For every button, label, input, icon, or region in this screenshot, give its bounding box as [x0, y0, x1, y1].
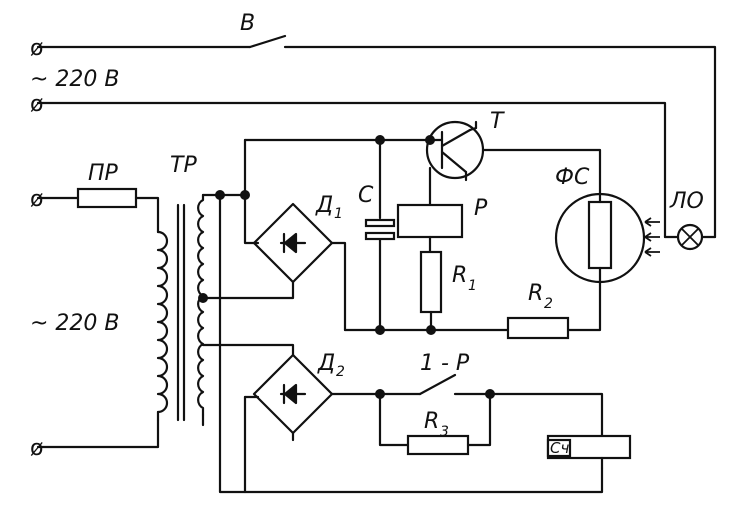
r1-label: R — [452, 263, 467, 288]
supply-left-label: ~ 220 В — [30, 311, 120, 336]
capacitor-symbol — [364, 218, 396, 241]
terminals: ø ø ø ø — [30, 36, 43, 461]
labels: В ~ 220 В ПР ТР ~ 220 В Д 1 С Р Т R 1 R … — [30, 11, 704, 457]
relay-contact-circuit — [378, 373, 604, 456]
transformer-core — [176, 203, 186, 422]
left-supply-wires — [36, 187, 160, 449]
transistor-symbol — [425, 120, 602, 207]
bridge2-label: Д — [317, 351, 335, 376]
resistor-r2 — [506, 316, 570, 340]
transistor-label: Т — [490, 109, 505, 134]
transformer-primary — [156, 230, 169, 422]
load-label: Сч — [550, 439, 569, 457]
secondary-wires — [201, 138, 604, 494]
lamp-label: ЛО — [669, 189, 704, 214]
supply-top-label: ~ 220 В — [30, 67, 120, 92]
bridge1-label: Д — [315, 193, 333, 218]
photoresistor — [554, 192, 660, 285]
r1-sub: 1 — [468, 278, 477, 294]
switch-v-label: В — [240, 11, 255, 36]
terminal-1: ø — [30, 36, 43, 61]
lamp-symbol — [663, 223, 717, 251]
junction-dots — [198, 135, 495, 399]
transformer-secondary — [197, 193, 205, 417]
bridge1-sub: 1 — [334, 206, 343, 222]
r2-label: R — [528, 281, 543, 306]
relay-label: Р — [474, 196, 488, 221]
diode-bridge-1 — [252, 202, 347, 332]
fuse-body — [76, 187, 138, 209]
load-element — [546, 434, 632, 470]
bridge2-sub: 2 — [336, 364, 345, 380]
capacitor-label: С — [358, 183, 374, 208]
transformer-label: ТР — [170, 153, 197, 178]
resistor-r1 — [419, 250, 443, 332]
r2-sub: 2 — [544, 296, 553, 312]
terminal-3: ø — [30, 187, 43, 212]
terminal-2: ø — [30, 92, 43, 117]
fuse-label: ПР — [88, 161, 119, 186]
diode-bridge-2 — [252, 353, 422, 442]
relay-coil — [396, 203, 464, 254]
terminal-4: ø — [30, 436, 43, 461]
top-supply-wires — [36, 34, 717, 239]
photoresistor-label: ФС — [555, 165, 590, 190]
r3-sub: 3 — [440, 424, 449, 440]
relay-contact-label: 1 - Р — [420, 351, 470, 376]
r3-label: R — [424, 409, 439, 434]
